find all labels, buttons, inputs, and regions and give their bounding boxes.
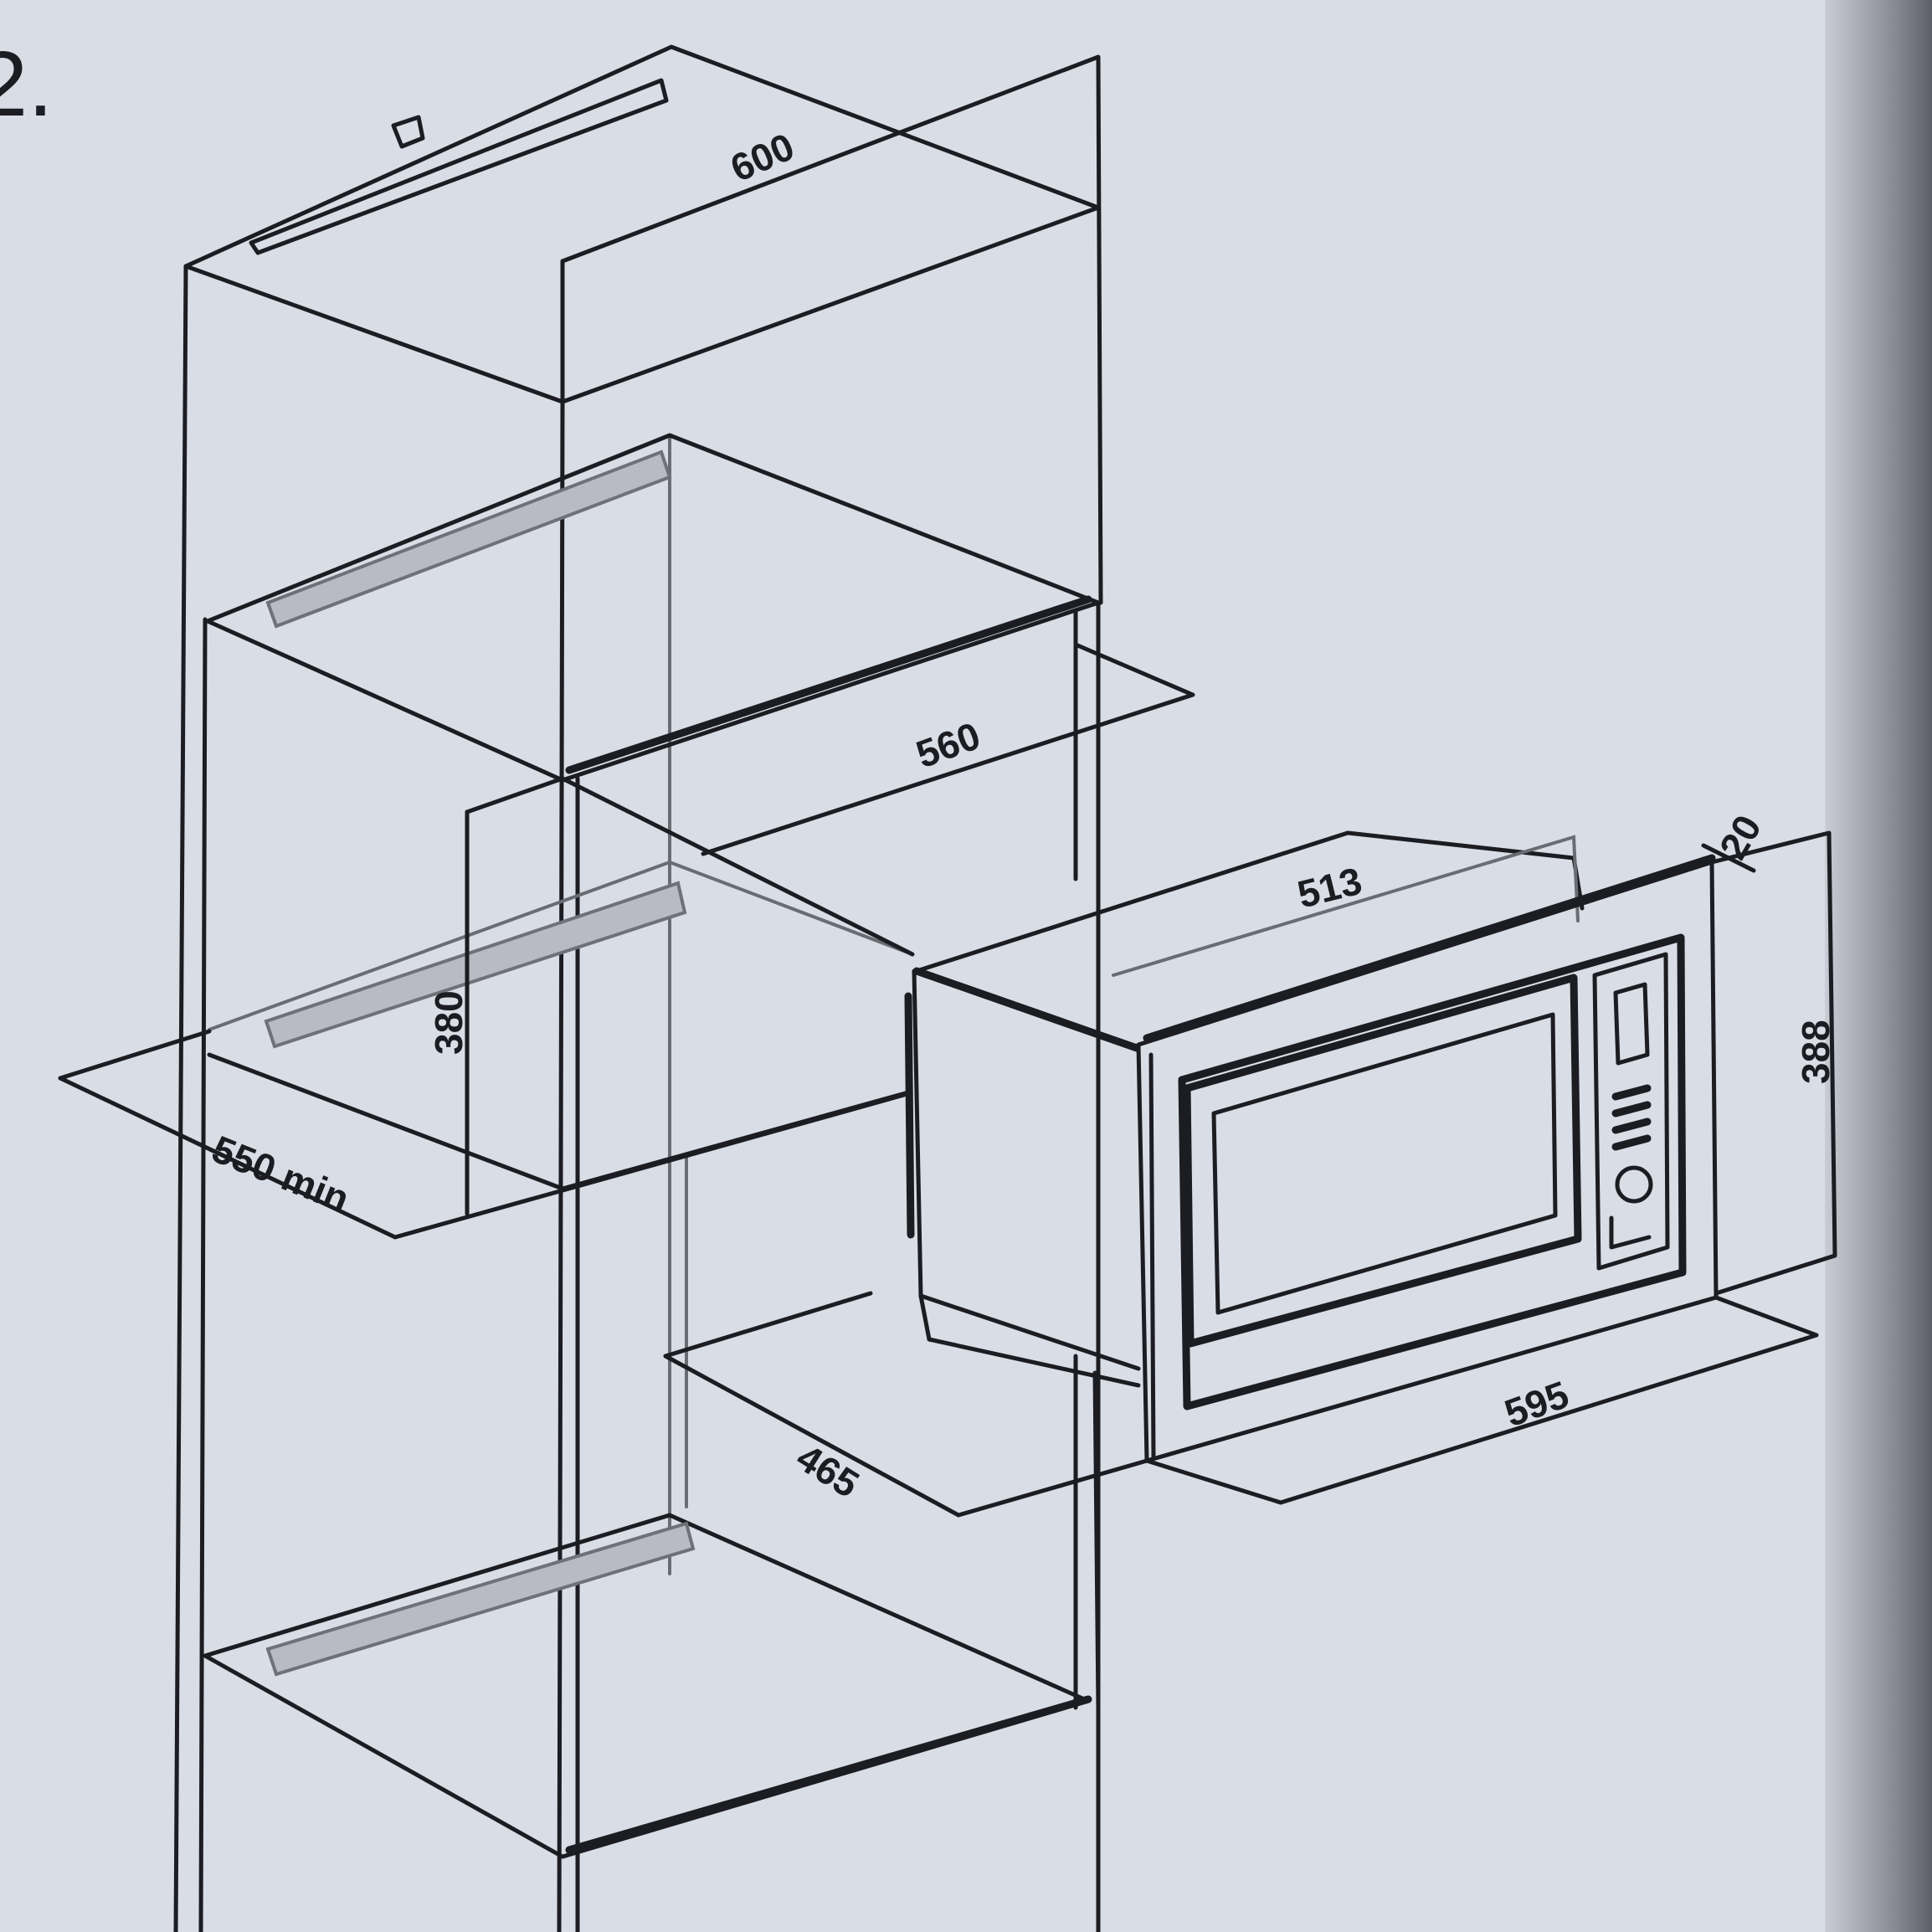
dim-niche-height: 380	[427, 990, 470, 1055]
dim-base-depth: 465	[789, 1435, 867, 1506]
control-button-icon	[1611, 1134, 1652, 1151]
niche-shelf	[58, 776, 915, 1240]
lower-shelf	[203, 1513, 1092, 1859]
top-handle-slot	[249, 78, 669, 255]
min-depth-left	[58, 1029, 212, 1081]
upper-shelf-front-edge	[565, 595, 1092, 774]
niche-shelf-rail	[264, 881, 687, 1049]
microwave-side-bottom	[918, 1293, 1141, 1388]
step-number: 2.	[0, 33, 54, 136]
cabinet-front-edge	[557, 399, 565, 1932]
lower-shelf-rail	[265, 1521, 696, 1677]
frame-height-dimension	[1709, 830, 1837, 1296]
control-button-icon	[1611, 1084, 1652, 1101]
microwave	[663, 830, 1837, 1518]
base-plate-back-edge	[663, 1291, 873, 1359]
door-release-icon	[1609, 1215, 1652, 1250]
tall-cabinet	[173, 44, 1103, 1932]
min-depth-dimension	[58, 1076, 907, 1240]
dim-front-offset: 20	[1711, 808, 1770, 866]
arrow-icon	[391, 115, 425, 149]
upper-shelf-outline	[205, 433, 1101, 783]
page-edge-shadow	[1825, 0, 1932, 1932]
cabinet-left-inner-edge	[198, 617, 208, 1932]
control-knob-icon	[1615, 1165, 1653, 1204]
cabinet-right-outer-lower	[1092, 1370, 1101, 1710]
upper-shelf-rail	[265, 450, 672, 629]
microwave-top-edge	[912, 967, 1141, 1052]
lower-shelf-outline	[203, 1513, 1091, 1859]
dim-cabinet-depth: 600	[724, 124, 800, 190]
dim-appliance-depth: 513	[1293, 859, 1366, 917]
lower-shelf-front-edge	[565, 1695, 1092, 1854]
microwave-window	[1211, 1012, 1558, 1315]
microwave-body-top	[914, 830, 1585, 974]
control-button-icon	[1611, 1118, 1652, 1134]
dim-frame-width: 595	[1499, 1372, 1575, 1435]
niche-width-dimension	[701, 642, 1195, 856]
control-button-icon	[1611, 1101, 1652, 1118]
niche-shelf-back	[208, 860, 914, 1031]
microwave-depth-dimension	[1112, 835, 1580, 977]
niche-top-edge	[465, 776, 915, 957]
control-panel	[1592, 952, 1670, 1271]
frame-width-dimension	[1144, 1295, 1819, 1505]
front-offset-tick	[1701, 843, 1756, 873]
microwave-base-edge	[918, 1293, 1141, 1371]
microwave-side-trim	[904, 992, 915, 1239]
base-depth-dimension	[663, 1354, 1149, 1518]
upper-shelf	[205, 433, 1195, 856]
microwave-side-front	[912, 969, 923, 1298]
cabinet-top	[183, 44, 1101, 404]
microwave-window-frame	[1183, 974, 1582, 1348]
dim-cabinet-depth-min: 550 min	[206, 1127, 355, 1220]
display-icon	[1613, 982, 1650, 1066]
microwave-door	[1178, 933, 1687, 1410]
microwave-frame-top	[1143, 854, 1716, 1042]
top-depth-dimension-line	[560, 54, 1103, 605]
cabinet-left-edge	[173, 264, 188, 1932]
microwave-frame-left	[1148, 1052, 1156, 1461]
dim-frame-height: 388	[1794, 1020, 1837, 1084]
